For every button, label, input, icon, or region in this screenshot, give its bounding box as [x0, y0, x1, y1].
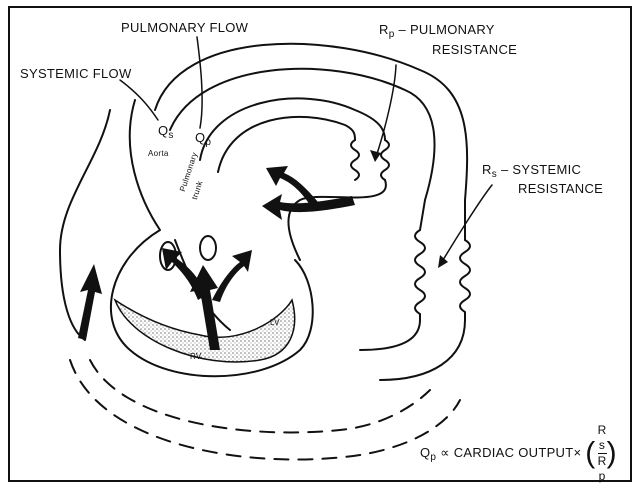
qp-label: Qp	[195, 130, 211, 148]
leader-pulmonary-flow	[197, 37, 202, 128]
rs-line1: – SYSTEMIC	[501, 162, 581, 177]
pulmonary-resistance-coil-right	[381, 140, 389, 180]
systemic-return-line-2	[380, 320, 465, 380]
formula-num-symbol: R	[598, 423, 607, 438]
rp-line2: RESISTANCE	[432, 42, 517, 57]
rp-symbol: R	[379, 22, 389, 37]
leader-arrowhead-rp	[370, 150, 381, 162]
rv-label: RV	[190, 352, 202, 361]
qs-subscript: s	[168, 130, 173, 141]
rs-subscript: s	[492, 169, 497, 180]
rp-subscript: p	[389, 29, 395, 40]
formula-lhs-symbol: Q	[420, 445, 430, 460]
systemic-resistance-coil-left	[415, 230, 425, 320]
rs-line2: RESISTANCE	[518, 181, 603, 196]
lv-to-aorta-arrow	[212, 250, 252, 302]
leader-arrowhead-rs	[438, 255, 448, 268]
venous-return-dashed-2	[70, 360, 460, 460]
rp-line1: – PULMONARY	[399, 22, 495, 37]
pulmonary-circuit-inner	[218, 117, 355, 172]
systemic-resistance-label: Rs – SYSTEMIC	[482, 162, 581, 180]
aortic-valve	[200, 236, 216, 260]
formula-num-subscript: s	[598, 438, 607, 453]
rs-symbol: R	[482, 162, 492, 177]
pulmonary-resistance-label: Rp – PULMONARY	[379, 22, 495, 40]
systemic-return-line	[360, 320, 420, 350]
systemic-resistance-coil-right	[460, 240, 470, 320]
formula-den-symbol: R	[598, 454, 607, 469]
pulmonary-resistance-coil-left	[351, 140, 359, 180]
qs-label: Qs	[158, 123, 174, 141]
formula-den-subscript: p	[598, 469, 607, 484]
lv-label: LV	[270, 318, 280, 327]
systemic-venous-arrow	[78, 264, 102, 340]
formula-lhs-subscript: p	[430, 452, 436, 463]
formula-relation: ∝ CARDIAC OUTPUT×	[440, 445, 581, 460]
leader-systemic-flow	[120, 80, 158, 120]
systemic-flow-label: SYSTEMIC FLOW	[20, 66, 132, 81]
qs-symbol: Q	[158, 123, 168, 138]
qp-symbol: Q	[195, 130, 205, 145]
aorta-label: Aorta	[148, 149, 169, 158]
qp-subscript: p	[205, 137, 211, 148]
pulmonary-flow-label: PULMONARY FLOW	[121, 20, 248, 35]
